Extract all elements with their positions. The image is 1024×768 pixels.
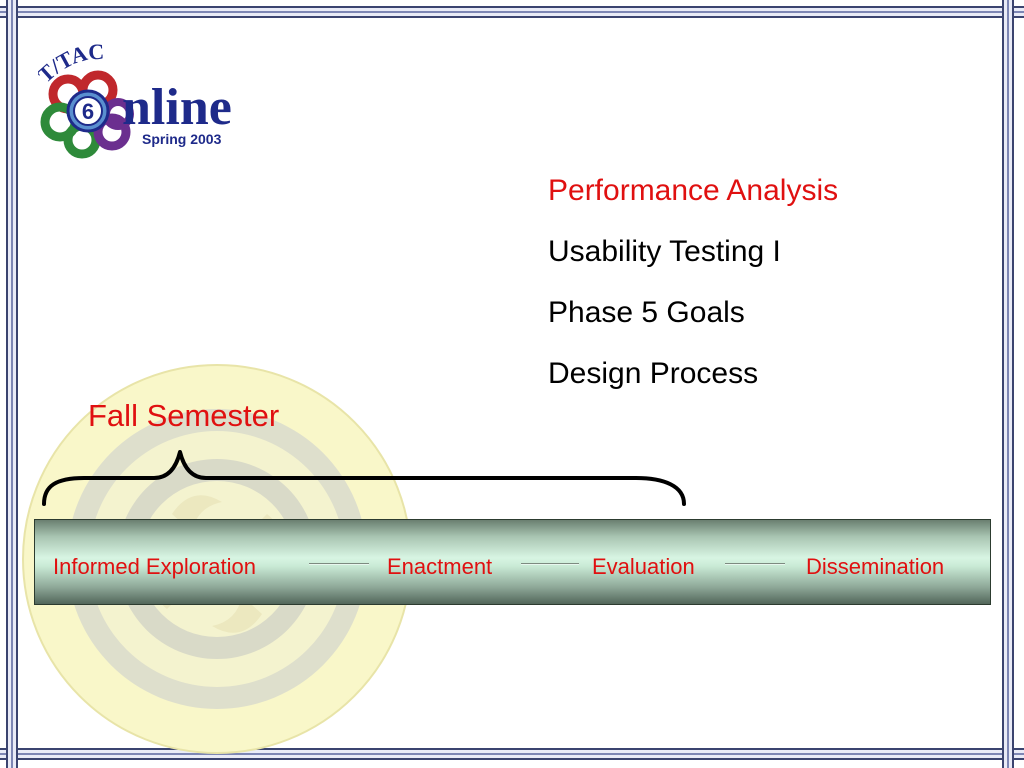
topic-item-design-process[interactable]: Design Process: [548, 357, 759, 390]
topic-item-usability-testing[interactable]: Usability Testing I: [548, 235, 781, 268]
logo-term: Spring 2003: [142, 131, 222, 147]
phase-enactment[interactable]: Enactment: [387, 554, 493, 579]
logo-badge-number: 6: [82, 99, 94, 124]
semester-label: Fall Semester: [88, 398, 280, 433]
phase-separator: [309, 563, 369, 565]
phase-separator: [725, 563, 785, 565]
phase-bar: Informed Exploration Enactment Evaluatio…: [34, 519, 991, 605]
frame-top-border: [0, 6, 1024, 18]
topic-list: Performance Analysis Usability Testing I…: [548, 160, 838, 404]
topic-item-performance-analysis[interactable]: Performance Analysis: [548, 174, 839, 207]
frame-left-border: [6, 0, 18, 768]
topic-item-phase-5-goals[interactable]: Phase 5 Goals: [548, 296, 745, 329]
ttac-online-logo: T/TAC 6 nline Spring 2003: [33, 39, 288, 159]
phase-separator: [521, 563, 579, 565]
frame-right-border: [1002, 0, 1014, 768]
phase-evaluation[interactable]: Evaluation: [592, 554, 695, 579]
phase-informed-exploration[interactable]: Informed Exploration: [53, 554, 256, 579]
semester-brace: [42, 450, 686, 506]
phase-dissemination[interactable]: Dissemination: [806, 554, 945, 579]
frame-bottom-border: [0, 748, 1024, 760]
logo-brand-main: nline: [122, 79, 232, 136]
